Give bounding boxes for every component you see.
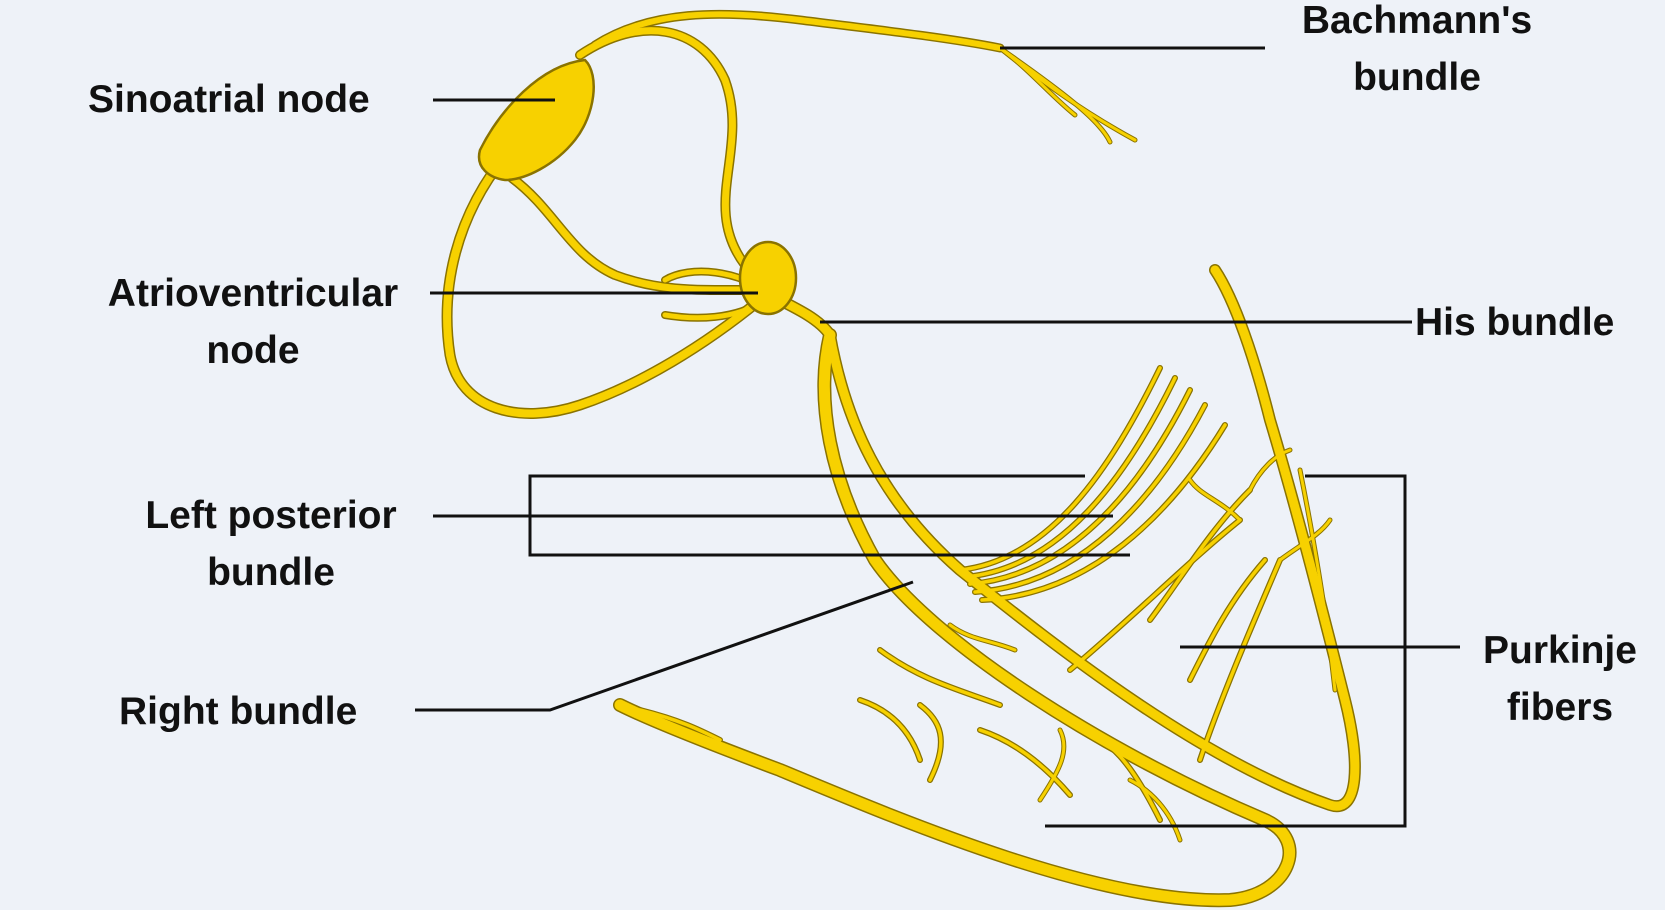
bachmanns-bundle-line-1: Bachmann's bbox=[1272, 0, 1562, 49]
atrioventricular-node-shape bbox=[740, 242, 796, 314]
right-bundle-leader bbox=[415, 582, 913, 710]
left-posterior-bundle-line-1: Left posterior bbox=[110, 487, 432, 544]
right-bundle-label: Right bundle bbox=[119, 683, 357, 740]
atrioventricular-node-line-1: Atrioventricular bbox=[78, 265, 428, 322]
fibers-fill bbox=[447, 14, 1355, 900]
sinoatrial-node-text: Sinoatrial node bbox=[88, 71, 370, 128]
bachmanns-bundle-label: Bachmann's bundle bbox=[1272, 0, 1562, 106]
purkinje-fibers-line-2: fibers bbox=[1455, 679, 1665, 736]
sinoatrial-node-shape bbox=[479, 60, 594, 180]
bachmanns-bundle-line-2: bundle bbox=[1272, 49, 1562, 106]
right-bundle-text: Right bundle bbox=[119, 683, 357, 740]
atrioventricular-node-label: Atrioventricular node bbox=[78, 265, 428, 379]
purkinje-fibers-line-1: Purkinje bbox=[1455, 622, 1665, 679]
purkinje-fibers-label: Purkinje fibers bbox=[1455, 622, 1665, 736]
left-posterior-bundle-label: Left posterior bundle bbox=[110, 487, 432, 601]
atrioventricular-node-line-2: node bbox=[78, 322, 428, 379]
fibers-outline bbox=[447, 14, 1355, 900]
his-bundle-label: His bundle bbox=[1415, 294, 1614, 351]
his-bundle-text: His bundle bbox=[1415, 294, 1614, 351]
leader-lines bbox=[415, 48, 1460, 826]
sinoatrial-node-label: Sinoatrial node bbox=[88, 71, 370, 128]
left-posterior-bundle-line-2: bundle bbox=[110, 544, 432, 601]
